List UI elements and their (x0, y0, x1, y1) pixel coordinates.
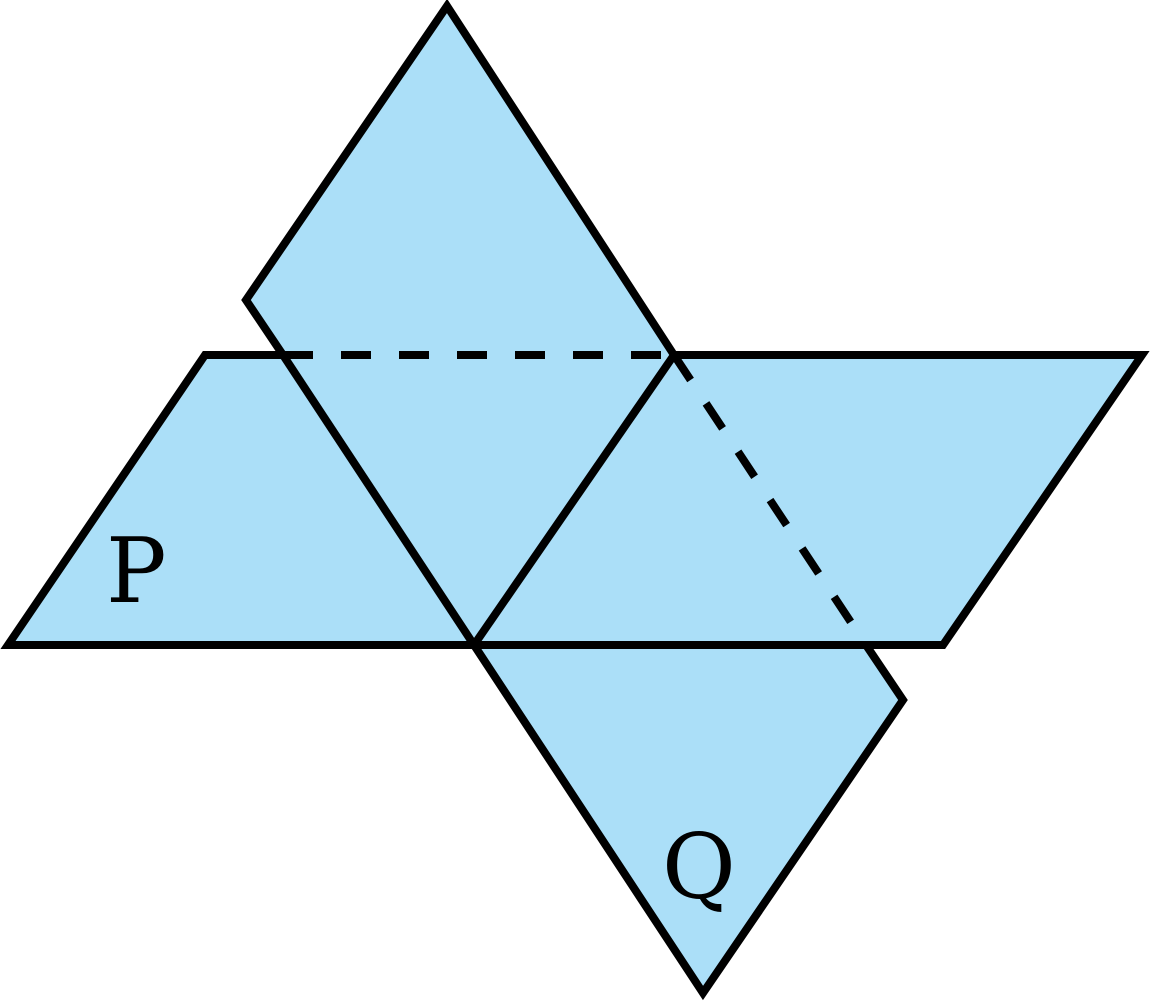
diagonal-fold-edge (279, 352, 478, 648)
top-face-outline (241, 0, 678, 358)
top-face (246, 6, 674, 355)
bottom-face-outline (470, 642, 908, 1001)
hidden-edges (283, 351, 870, 648)
left-parallelogram-face (8, 355, 674, 645)
label-q: Q (662, 815, 736, 920)
right-parallelogram-face (474, 355, 1142, 645)
bottom-face (474, 645, 903, 993)
net-faces (8, 6, 1142, 993)
middle-fold-edge (470, 352, 678, 648)
label-p: P (106, 519, 167, 624)
